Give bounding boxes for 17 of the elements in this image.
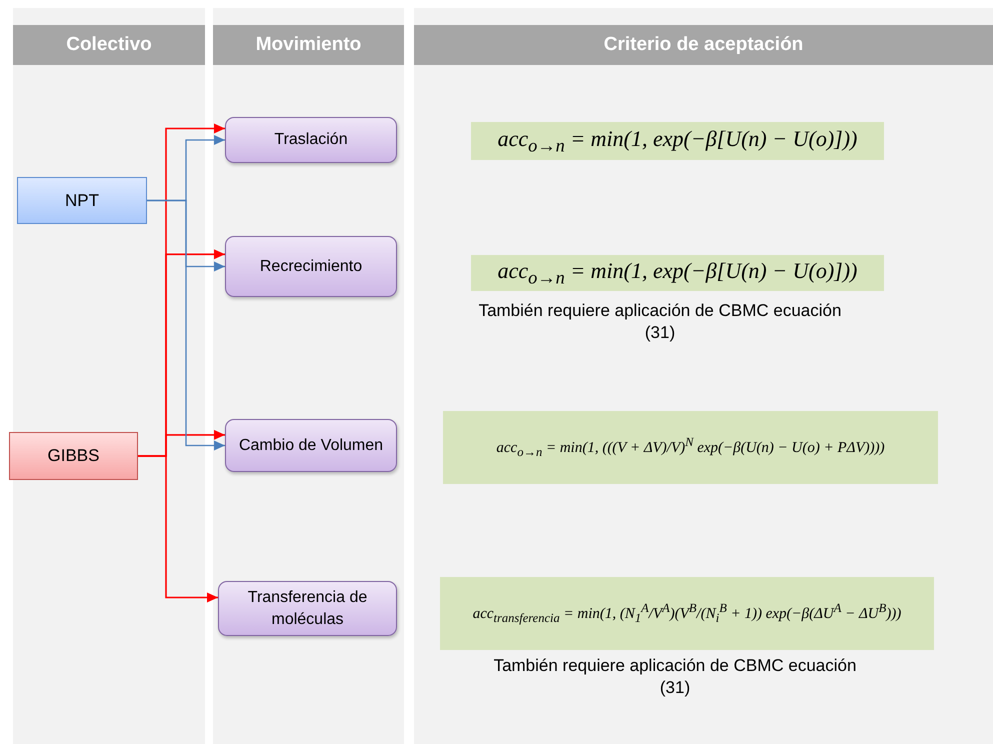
formula-box: acc$_{o→n}$ = min(1, exp(−β[U(n) − U(o)]))	[471, 122, 884, 160]
column-header: Criterio de aceptación	[414, 25, 993, 65]
arrow	[138, 455, 218, 602]
move-box: Cambio de Volumen	[225, 419, 397, 472]
move-box: Transferencia de moléculas	[218, 581, 397, 636]
ensemble-box: GIBBS	[9, 432, 138, 480]
note-text: También requiere aplicación de CBMC ecuación (31)	[492, 655, 858, 700]
formula-box: acc$_{transferencia}$ = min(1, (N$_{1}$$^{A}$/V$^{A}$)(V$^{B}$/(N$_{i}$$^{B}$ + 1)) exp(−β(ΔU$^{A}$ − ΔU$^{B}$)))	[440, 577, 934, 650]
formula-box: acc$_{o→n}$ = min(1, exp(−β[U(n) − U(o)]))	[471, 255, 884, 291]
ensemble-box: NPT	[17, 177, 147, 224]
column-header: Movimiento	[213, 25, 404, 65]
move-box: Traslación	[225, 117, 397, 163]
formula-box: acc$_{o→n}$ = min(1, (((V + ΔV)/V)$^{N}$ exp(−β(U(n) − U(o) + PΔV))))	[443, 411, 938, 484]
arrow	[147, 200, 225, 450]
move-box: Recrecimiento	[225, 236, 397, 297]
note-text: También requiere aplicación de CBMC ecuación (31)	[478, 300, 842, 344]
column-header: Colectivo	[13, 25, 205, 65]
